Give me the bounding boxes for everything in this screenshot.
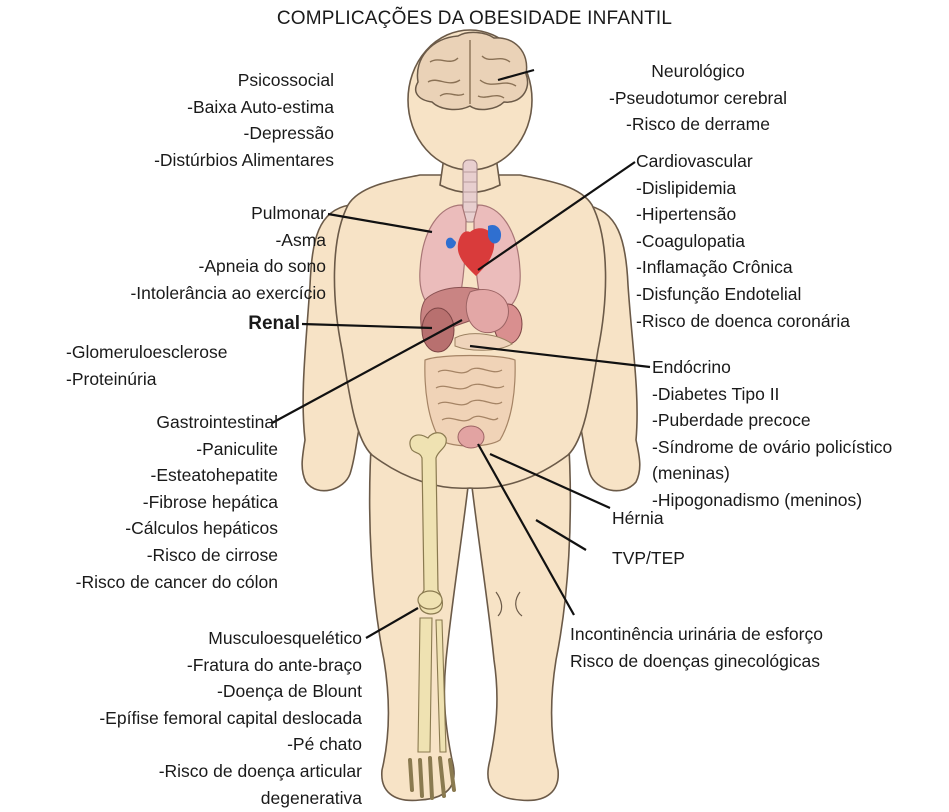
item-pulmonar: -Intolerância ao exercício bbox=[40, 280, 326, 307]
item-gastrointestinal: -Risco de cirrose bbox=[0, 542, 278, 569]
item-endocrino: (meninas) bbox=[652, 460, 892, 487]
label-renal-items: -Glomeruloesclerose -Proteinúria bbox=[66, 339, 227, 392]
item-gastrointestinal: -Cálculos hepáticos bbox=[0, 515, 278, 542]
item-cardiovascular: -Disfunção Endotelial bbox=[636, 281, 850, 308]
bladder-icon bbox=[458, 426, 484, 448]
heading-psicossocial: Psicossocial bbox=[80, 67, 334, 94]
heading-hernia: Hérnia bbox=[612, 505, 664, 532]
label-neurologico: Neurológico -Pseudotumor cerebral -Risco… bbox=[568, 58, 828, 138]
item-pulmonar: -Asma bbox=[40, 227, 326, 254]
heading-tvp: TVP/TEP bbox=[612, 545, 685, 572]
item-endocrino: -Diabetes Tipo II bbox=[652, 381, 892, 408]
item-renal: -Proteinúria bbox=[66, 366, 227, 393]
heading-cardiovascular: Cardiovascular bbox=[636, 148, 850, 175]
heading-pulmonar: Pulmonar bbox=[40, 200, 326, 227]
item-endocrino: -Puberdade precoce bbox=[652, 407, 892, 434]
label-renal-heading: Renal bbox=[200, 311, 300, 338]
item-cardiovascular: -Dislipidemia bbox=[636, 175, 850, 202]
trachea-icon bbox=[463, 160, 477, 222]
item-gastrointestinal: -Paniculite bbox=[0, 436, 278, 463]
label-incontinencia: Incontinência urinária de esforço Risco … bbox=[570, 621, 823, 674]
item-cardiovascular: -Risco de doenca coronária bbox=[636, 308, 850, 335]
heading-neurologico: Neurológico bbox=[568, 58, 828, 85]
line-incontinencia: Incontinência urinária de esforço bbox=[570, 621, 823, 648]
heading-renal: Renal bbox=[200, 311, 300, 338]
label-pulmonar: Pulmonar -Asma -Apneia do sono -Intolerâ… bbox=[40, 200, 326, 306]
label-hernia: Hérnia bbox=[612, 505, 664, 532]
item-psicossocial: -Baixa Auto-estima bbox=[80, 94, 334, 121]
item-musculoesqueletico: degenerativa bbox=[0, 785, 362, 812]
line-incontinencia: Risco de doenças ginecológicas bbox=[570, 648, 823, 675]
label-musculoesqueletico: Musculoesquelético -Fratura do ante-braç… bbox=[0, 625, 362, 811]
label-cardiovascular: Cardiovascular -Dislipidemia -Hipertensã… bbox=[636, 148, 850, 334]
item-musculoesqueletico: -Doença de Blount bbox=[0, 678, 362, 705]
item-musculoesqueletico: -Epífise femoral capital deslocada bbox=[0, 705, 362, 732]
item-renal: -Glomeruloesclerose bbox=[66, 339, 227, 366]
item-neurologico: -Risco de derrame bbox=[568, 111, 828, 138]
item-psicossocial: -Depressão bbox=[80, 120, 334, 147]
label-tvp: TVP/TEP bbox=[612, 545, 685, 572]
item-cardiovascular: -Coagulopatia bbox=[636, 228, 850, 255]
label-psicossocial: Psicossocial -Baixa Auto-estima -Depress… bbox=[80, 67, 334, 173]
item-musculoesqueletico: -Risco de doença articular bbox=[0, 758, 362, 785]
item-cardiovascular: -Hipertensão bbox=[636, 201, 850, 228]
heading-gastrointestinal: Gastrointestinal bbox=[0, 409, 278, 436]
item-musculoesqueletico: -Fratura do ante-braço bbox=[0, 652, 362, 679]
item-neurologico: -Pseudotumor cerebral bbox=[568, 85, 828, 112]
item-gastrointestinal: -Esteatohepatite bbox=[0, 462, 278, 489]
item-musculoesqueletico: -Pé chato bbox=[0, 731, 362, 758]
item-endocrino: -Hipogonadismo (meninos) bbox=[652, 487, 892, 514]
item-gastrointestinal: -Fibrose hepática bbox=[0, 489, 278, 516]
heading-musculoesqueletico: Musculoesquelético bbox=[0, 625, 362, 652]
label-gastrointestinal: Gastrointestinal -Paniculite -Esteatohep… bbox=[0, 409, 278, 595]
item-endocrino: -Síndrome de ovário policístico bbox=[652, 434, 892, 461]
item-cardiovascular: -Inflamação Crônica bbox=[636, 254, 850, 281]
item-gastrointestinal: -Risco de cancer do cólon bbox=[0, 569, 278, 596]
item-pulmonar: -Apneia do sono bbox=[40, 253, 326, 280]
heading-endocrino: Endócrino bbox=[652, 354, 892, 381]
item-psicossocial: -Distúrbios Alimentares bbox=[80, 147, 334, 174]
label-endocrino: Endócrino -Diabetes Tipo II -Puberdade p… bbox=[652, 354, 892, 514]
